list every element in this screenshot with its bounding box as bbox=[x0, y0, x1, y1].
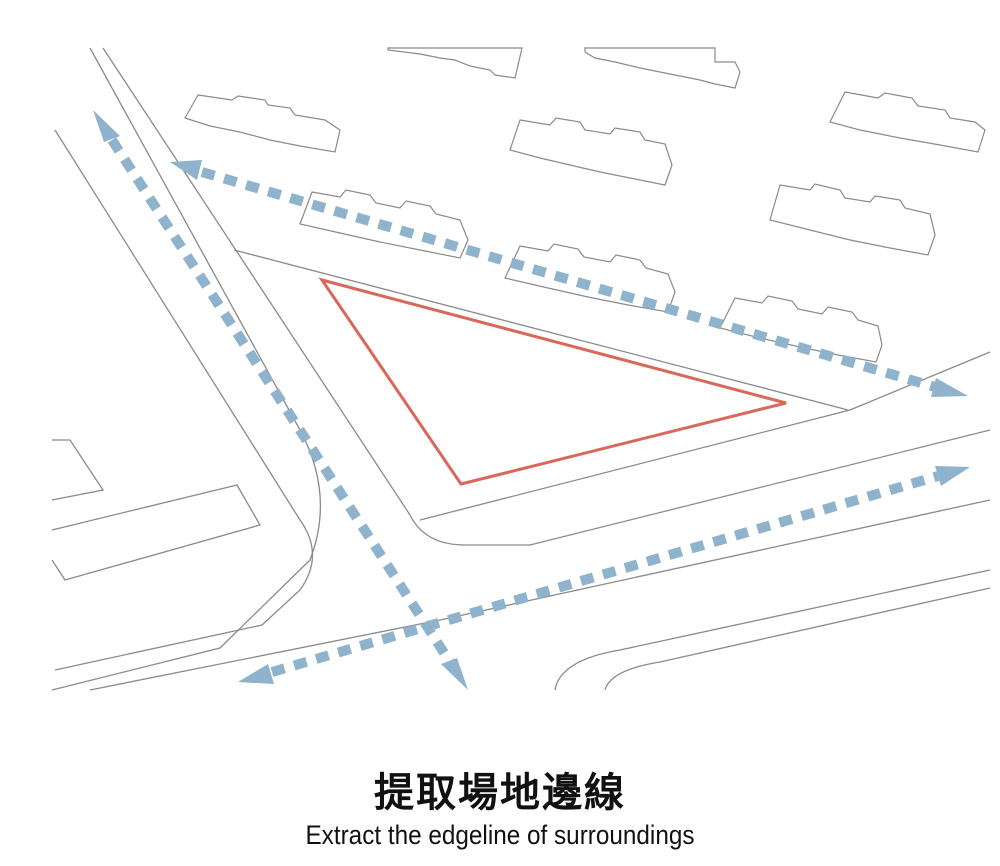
arrowhead-icon bbox=[935, 466, 970, 486]
building bbox=[769, 183, 936, 256]
road-edge bbox=[51, 484, 261, 581]
road-linework bbox=[51, 47, 991, 691]
road-edge bbox=[233, 249, 849, 411]
building bbox=[184, 94, 341, 153]
road-edge bbox=[419, 351, 991, 521]
arrowhead-icon bbox=[238, 664, 274, 684]
building bbox=[509, 117, 673, 186]
road-edge bbox=[54, 129, 313, 671]
caption-title-en: Extract the edgeline of surroundings bbox=[305, 820, 695, 850]
building bbox=[829, 91, 986, 153]
flow-arrow-line bbox=[107, 137, 455, 665]
arrowhead-icon bbox=[931, 378, 968, 397]
arrowhead-icon bbox=[93, 110, 120, 142]
building-footprints bbox=[184, 47, 986, 363]
building bbox=[584, 47, 741, 89]
arrowhead-icon bbox=[170, 160, 202, 180]
flow-arrows bbox=[93, 110, 970, 690]
flow-arrow-line bbox=[200, 167, 937, 392]
caption-title-zh: 提取場地邊線 bbox=[374, 769, 626, 816]
road-edge bbox=[51, 439, 105, 501]
arrowhead-icon bbox=[441, 658, 468, 690]
road-edge bbox=[102, 47, 991, 546]
road-edge bbox=[51, 47, 322, 691]
building bbox=[387, 47, 523, 79]
site-outline-triangle bbox=[318, 277, 787, 486]
road-edge bbox=[604, 587, 991, 691]
building bbox=[299, 189, 469, 259]
road-edge bbox=[554, 569, 991, 691]
building bbox=[504, 243, 676, 313]
flow-arrow-line bbox=[270, 471, 940, 677]
road-edge bbox=[89, 499, 991, 691]
